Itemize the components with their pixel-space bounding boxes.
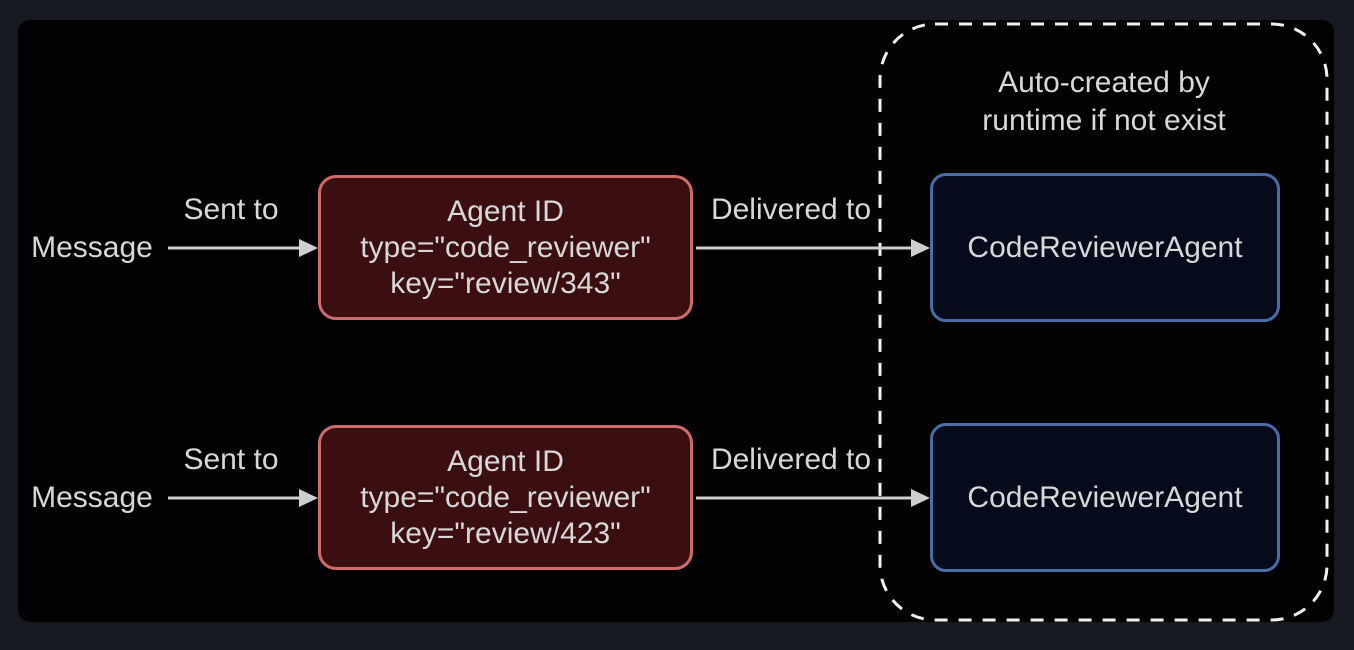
delivered-to-edge-label-2: Delivered to [710,443,872,476]
code-reviewer-agent-label-2: CodeReviewerAgent [967,480,1243,514]
agent-id-type-2: type="code_reviewer" [360,480,651,514]
delivered-to-edge-label-1: Delivered to [710,193,872,226]
auto-create-note-line1: Auto-created by [998,66,1210,99]
message-label-1: Message [31,231,153,264]
agent-id-title-1: Agent ID [447,194,564,228]
agent-id-node-2: Agent ID type="code_reviewer" key="revie… [318,425,693,570]
code-reviewer-agent-node-2: CodeReviewerAgent [930,423,1280,572]
message-label-2: Message [31,481,153,514]
agent-id-title-2: Agent ID [447,444,564,478]
agent-id-type-1: type="code_reviewer" [360,230,651,264]
auto-create-note: Auto-created by runtime if not exist [954,64,1254,140]
auto-create-note-line2: runtime if not exist [982,104,1226,137]
agent-id-key-1: key="review/343" [390,266,621,300]
code-reviewer-agent-node-1: CodeReviewerAgent [930,173,1280,322]
agent-id-key-2: key="review/423" [390,516,621,550]
sent-to-edge-label-2: Sent to [183,443,279,476]
code-reviewer-agent-label-1: CodeReviewerAgent [967,230,1243,264]
sent-to-edge-label-1: Sent to [183,193,279,226]
agent-id-node-1: Agent ID type="code_reviewer" key="revie… [318,175,693,320]
